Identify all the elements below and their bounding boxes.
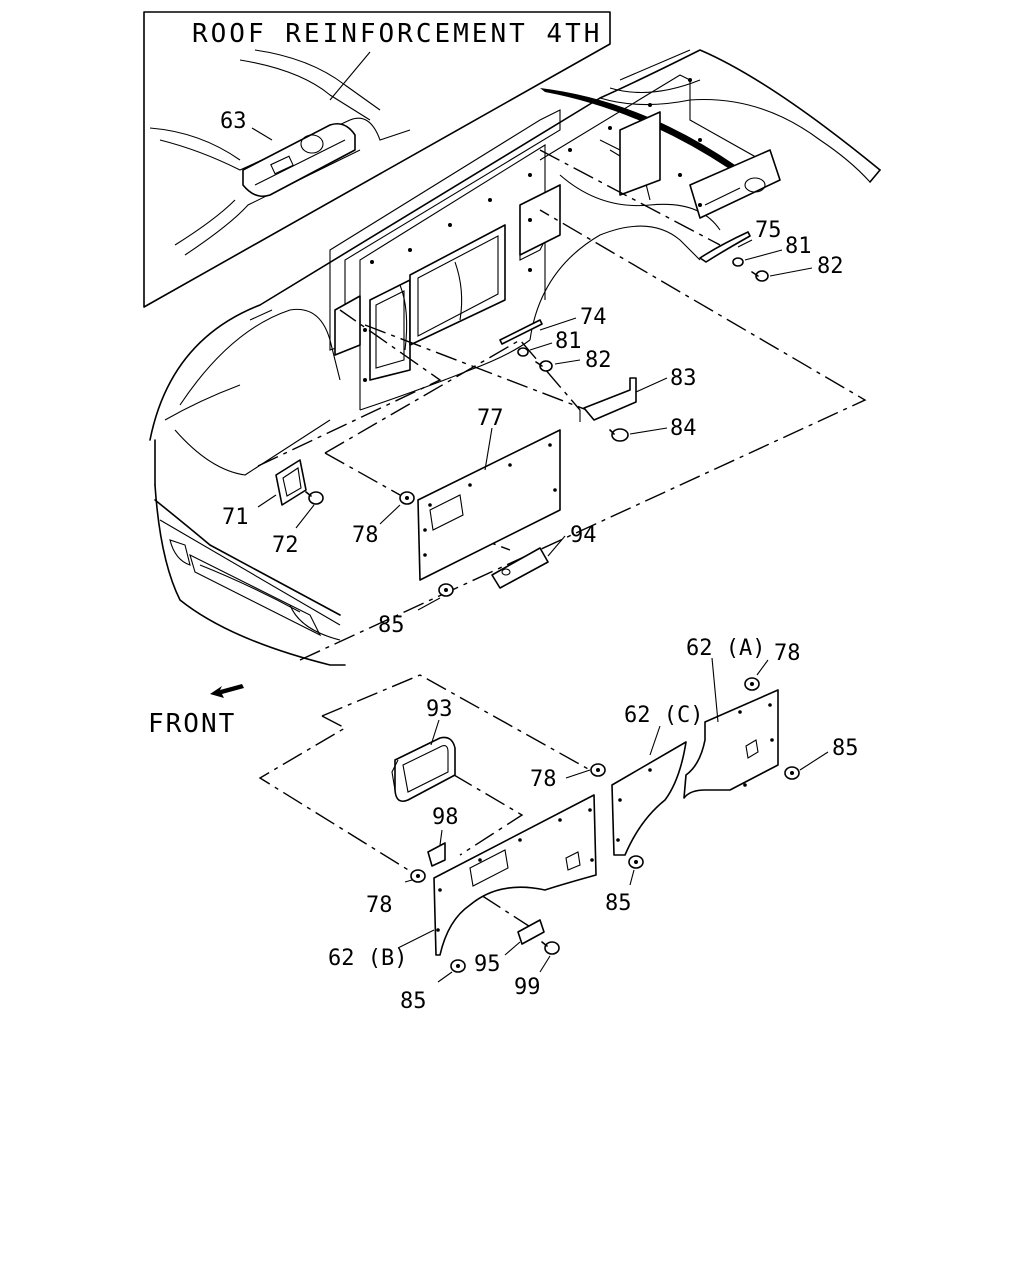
part-85-nut-c	[628, 855, 644, 869]
part-71-bezel	[275, 459, 307, 506]
callout-83: 83	[670, 366, 697, 391]
callout-93: 93	[426, 697, 453, 722]
front-label: FRONT	[148, 709, 236, 739]
part-62a-panel	[683, 689, 779, 799]
inset-title: ROOF REINFORCEMENT 4TH	[192, 19, 602, 49]
callout-99: 99	[514, 975, 541, 1000]
part-62b-panel	[433, 794, 597, 956]
part-95-plate	[517, 919, 545, 945]
part-85-nut-b	[784, 766, 800, 780]
front-arrow-icon	[210, 684, 244, 698]
callout-72: 72	[272, 533, 299, 558]
callout-85-a: 85	[378, 613, 405, 638]
callout-81-a: 81	[785, 234, 812, 259]
part-62c-panel	[611, 741, 687, 856]
callout-75: 75	[755, 218, 782, 243]
part-72-clip	[305, 491, 324, 505]
part-75-trim	[699, 231, 751, 263]
callout-62-b: 62 (B)	[328, 946, 407, 971]
inset-leader	[329, 51, 371, 101]
part-74-trim	[499, 319, 543, 345]
callout-62-c: 62 (C)	[624, 703, 703, 728]
callout-81-b: 81	[555, 329, 582, 354]
callout-78-c: 78	[530, 767, 557, 792]
callout-85-d: 85	[400, 989, 427, 1014]
part-85-nut-a	[438, 583, 454, 597]
part-84-clip	[609, 428, 629, 442]
truck-cab-outline	[149, 49, 881, 666]
part-98-bracket	[427, 842, 446, 867]
callout-82-b: 82	[585, 348, 612, 373]
callout-71: 71	[222, 505, 249, 530]
inner-body-frame	[329, 74, 781, 411]
part-85-nut-d	[450, 959, 466, 973]
callout-77: 77	[477, 406, 504, 431]
part-78-nut-a	[399, 491, 415, 505]
part-82-screw-b	[535, 360, 553, 372]
part-77-panel	[417, 429, 561, 581]
callout-95: 95	[474, 952, 501, 977]
callout-74: 74	[580, 305, 607, 330]
callout-98: 98	[432, 805, 459, 830]
callout-78-d: 78	[366, 893, 393, 918]
frame-rivets	[363, 78, 702, 382]
roof-reinforcement-inset	[143, 11, 611, 308]
callout-94: 94	[570, 523, 597, 548]
part-83-bracket	[583, 377, 637, 421]
callout-78-b: 78	[774, 641, 801, 666]
callout-82-a: 82	[817, 254, 844, 279]
part-94-handle	[491, 547, 549, 589]
callout-62-a: 62 (A)	[686, 636, 765, 661]
part-82-screw-a	[751, 270, 769, 282]
part-93-frame	[391, 736, 456, 803]
part-78-nut-c	[590, 763, 606, 777]
callout-85-b: 85	[832, 736, 859, 761]
part-81-washer-a	[732, 257, 744, 267]
part-99-screw	[541, 941, 560, 955]
callout-leaders	[251, 127, 829, 983]
part-78-nut-d	[410, 869, 426, 883]
callout-78-a: 78	[352, 523, 379, 548]
callout-85-c: 85	[605, 891, 632, 916]
callout-63: 63	[220, 109, 247, 134]
part-78-nut-b	[744, 677, 760, 691]
callout-84: 84	[670, 416, 697, 441]
part-81-washer-b	[517, 347, 529, 357]
